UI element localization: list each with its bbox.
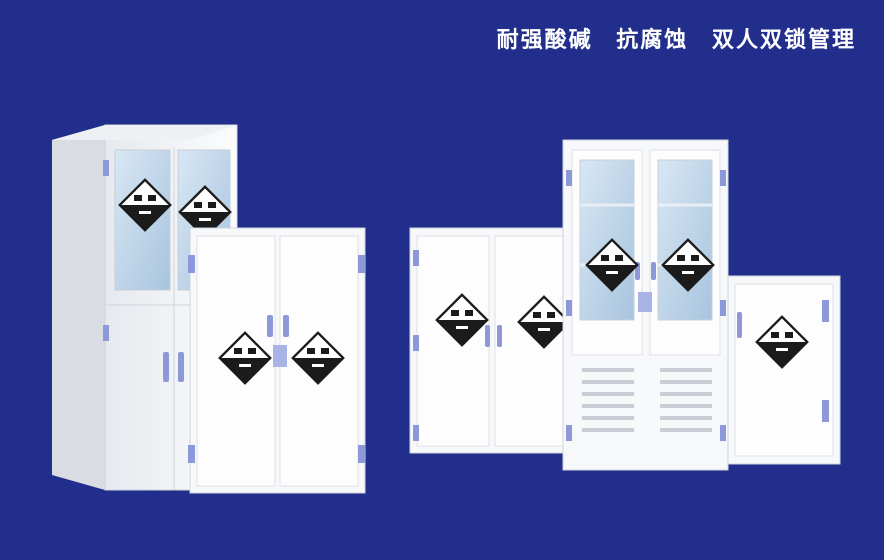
small-single-door-cabinet: [727, 275, 841, 465]
double-door-solid-cabinet: [188, 227, 366, 494]
headline-part-acid-resistance: 耐强酸碱: [496, 28, 593, 53]
headline: 耐强酸碱 抗腐蚀 双人双锁管理: [497, 22, 856, 54]
vent-slots-right: [660, 368, 712, 432]
vent-slots-left: [582, 368, 634, 432]
tall-cabinet-glass-vented: [562, 139, 729, 471]
wide-double-door-cabinet: [409, 227, 576, 454]
headline-part-corrosion-resistance: 抗腐蚀: [616, 28, 689, 53]
headline-part-dual-lock: 双人双锁管理: [711, 28, 856, 53]
